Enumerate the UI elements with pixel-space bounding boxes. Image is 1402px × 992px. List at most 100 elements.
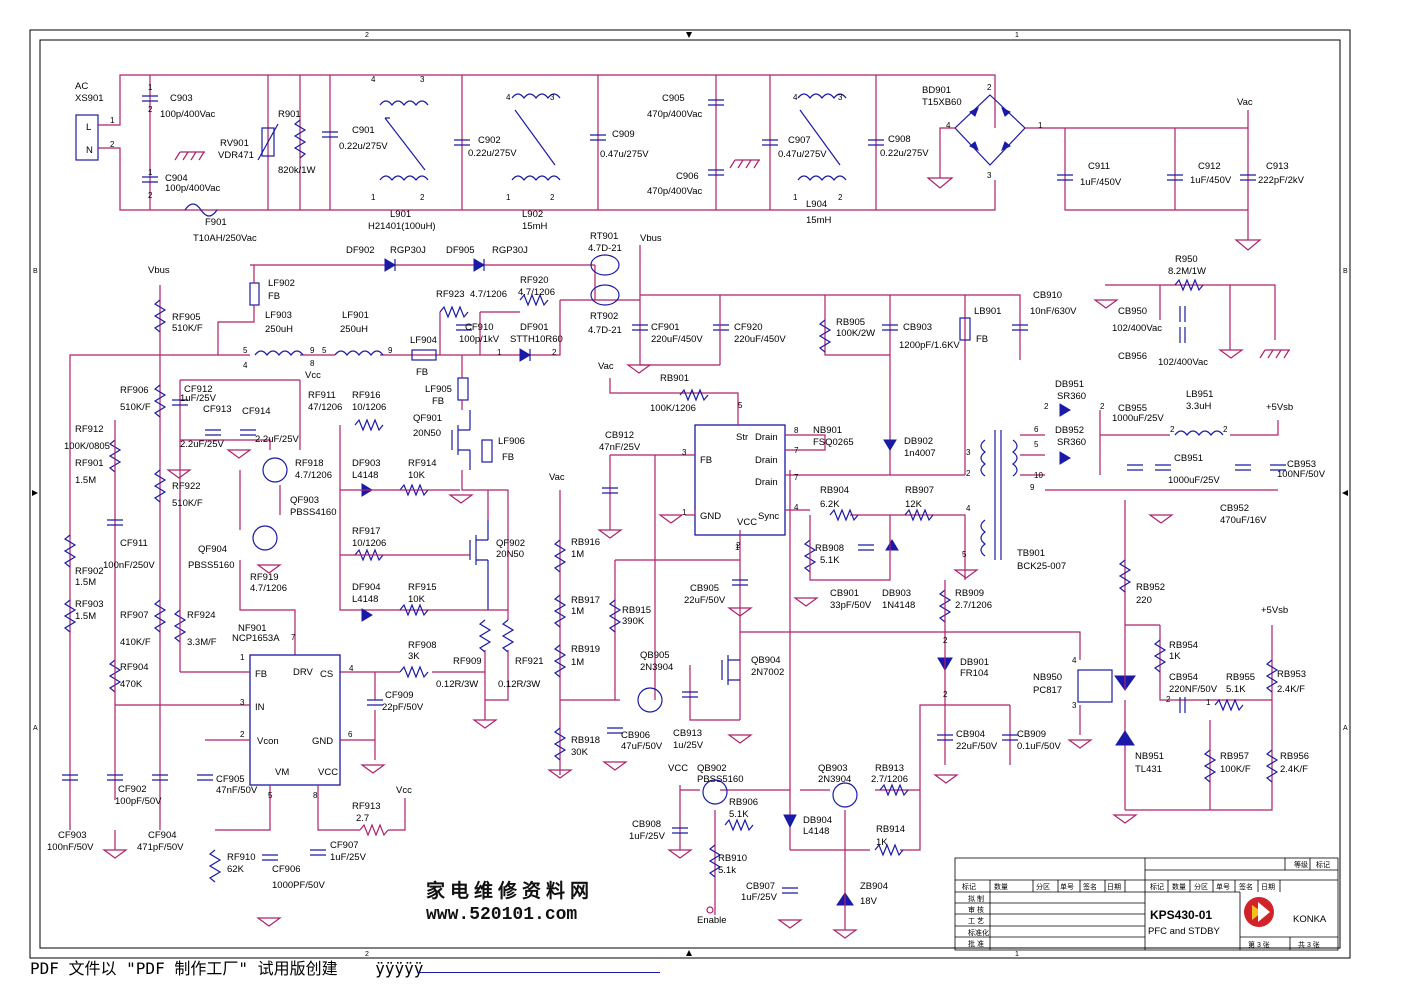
cb904-label: CB904 xyxy=(956,729,985,740)
ground-icon xyxy=(832,929,858,939)
rb916-label: RB916 xyxy=(571,537,600,548)
cb913v-label: 1u/25V xyxy=(673,740,704,751)
rf915-resistor xyxy=(399,603,429,617)
df903-label: DF903 xyxy=(352,458,381,469)
drawing-inner-frame xyxy=(39,39,1341,949)
rf901-label: RF901 xyxy=(75,458,104,469)
cf912v-label: 1uF/25V xyxy=(180,393,217,404)
qf903-transistor xyxy=(262,457,288,483)
rb901v-label: 100K/1206 xyxy=(650,403,696,414)
footer-link[interactable]: ÿÿÿÿÿ xyxy=(375,959,424,978)
rf912v-label: 100K/0805 xyxy=(64,441,110,452)
left-center-marker xyxy=(32,490,38,496)
cb906v-label: 47uF/50V xyxy=(621,741,663,752)
cf904-capacitor xyxy=(152,774,168,781)
vcc3-label: VCC xyxy=(668,763,688,774)
cb907-capacitor xyxy=(782,887,798,894)
tb-grade: 等级 xyxy=(1294,860,1308,869)
rv901-label: RV901 xyxy=(220,138,249,149)
enable-terminal[interactable] xyxy=(706,906,714,914)
rf913-label: RF913 xyxy=(352,801,381,812)
cb956-label: CB956 xyxy=(1118,351,1147,362)
pin-number: 1 xyxy=(148,83,153,92)
c913v-label: 222pF/2kV xyxy=(1258,175,1305,186)
rf917v-label: 10/1206 xyxy=(352,538,386,549)
rgp1-label: RGP30J xyxy=(390,245,426,256)
cb955v-label: 1000uF/25V xyxy=(1112,413,1164,424)
rt901-thermistor xyxy=(590,254,620,276)
vbus1-label: Vbus xyxy=(640,233,662,244)
rf915v-label: 10K xyxy=(408,594,426,605)
lf903-inductor xyxy=(254,350,304,356)
p_vcc-label: VCC xyxy=(737,517,757,528)
pin-number: 4 xyxy=(243,361,248,370)
rf905v-label: 510K/F xyxy=(172,323,203,334)
nb950-optocoupler xyxy=(1077,669,1113,703)
tb901v-label: BCK25-007 xyxy=(1017,561,1066,572)
rf918v-label: 4.7/1206 xyxy=(295,470,332,481)
rf922-label: RF922 xyxy=(172,481,201,492)
bd901-bridge-rectifier xyxy=(939,94,1249,240)
qb902v-label: PBSS5160 xyxy=(697,774,743,785)
p_vm-label: VM xyxy=(275,767,289,778)
rb917-resistor xyxy=(553,594,567,628)
rb957v-label: 100K/F xyxy=(1220,764,1251,775)
p_drain3-label: Drain xyxy=(755,477,778,488)
cf901-label: CF901 xyxy=(651,322,680,333)
tb-model: KPS430-01 xyxy=(1150,908,1212,922)
lf903v-label: 250uH xyxy=(265,324,293,335)
ground-icon xyxy=(777,919,803,929)
rf919v-label: 4.7/1206 xyxy=(250,583,287,594)
p_fb-label: FB xyxy=(700,455,712,466)
zb904-label: ZB904 xyxy=(860,881,888,892)
cf902-capacitor xyxy=(107,774,123,781)
df904-label: DF904 xyxy=(352,582,381,593)
cb955-capacitor xyxy=(1127,464,1143,471)
p_cs-label: CS xyxy=(320,669,333,680)
c905-label: C905 xyxy=(662,93,685,104)
rf920v-label: 4.7/1206 xyxy=(518,287,555,298)
rf906-label: RF906 xyxy=(120,385,149,396)
p_str-label: Str xyxy=(736,432,748,443)
pin-number: 9 xyxy=(310,346,315,355)
col-mark: 1 xyxy=(1015,32,1019,39)
p_vcon-label: Vcon xyxy=(257,736,279,747)
rb918-label: RB918 xyxy=(571,735,600,746)
rb909-label: RB909 xyxy=(955,588,984,599)
p_gnd-label: GND xyxy=(700,511,721,522)
vac3-label: Vac xyxy=(549,472,565,483)
rf923-resistor xyxy=(439,305,469,319)
rb908-resistor xyxy=(803,539,817,573)
db903-label: DB903 xyxy=(882,588,911,599)
ground-icon xyxy=(226,449,252,459)
cb904-capacitor xyxy=(937,734,953,741)
rb955-resistor xyxy=(1214,698,1244,712)
tb-header: 分区 xyxy=(1036,882,1050,891)
c904-label: C904 xyxy=(165,173,188,184)
tb-subtitle: PFC and STDBY xyxy=(1148,926,1220,937)
ground-icon xyxy=(1067,739,1093,749)
db951-db952-diodes xyxy=(1059,403,1071,465)
cb953-label: CB953 xyxy=(1287,459,1316,470)
pin-number: 5 xyxy=(962,550,967,559)
c912v-label: 1uF/450V xyxy=(1190,175,1232,186)
emi-filter xyxy=(75,74,1262,251)
rb901-label: RB901 xyxy=(660,373,689,384)
rb956-label: RB956 xyxy=(1280,751,1309,762)
tb-role: 批 准 xyxy=(968,939,984,948)
tb-header: 签名 xyxy=(1083,882,1097,891)
rb908-label: RB908 xyxy=(815,543,844,554)
rb910-label: RB910 xyxy=(718,853,747,864)
pin-number: 1 xyxy=(148,168,153,177)
cb956v-label: 102/400Vac xyxy=(1158,357,1208,368)
component-labels: ACXS901LNC903100p/400VacC904100p/400VacR… xyxy=(47,81,1326,926)
rf922v-label: 510K/F xyxy=(172,498,203,509)
rf916-resistor xyxy=(354,418,384,432)
cb913-label: CB913 xyxy=(673,728,702,739)
l904-label: L904 xyxy=(806,199,827,210)
footer-text: PDF 文件以 "PDF 制作工厂" 试用版创建 xyxy=(30,959,338,978)
row-mark: A xyxy=(1343,725,1348,732)
pin-number: 2 xyxy=(240,730,245,739)
ground-icon xyxy=(602,761,628,771)
